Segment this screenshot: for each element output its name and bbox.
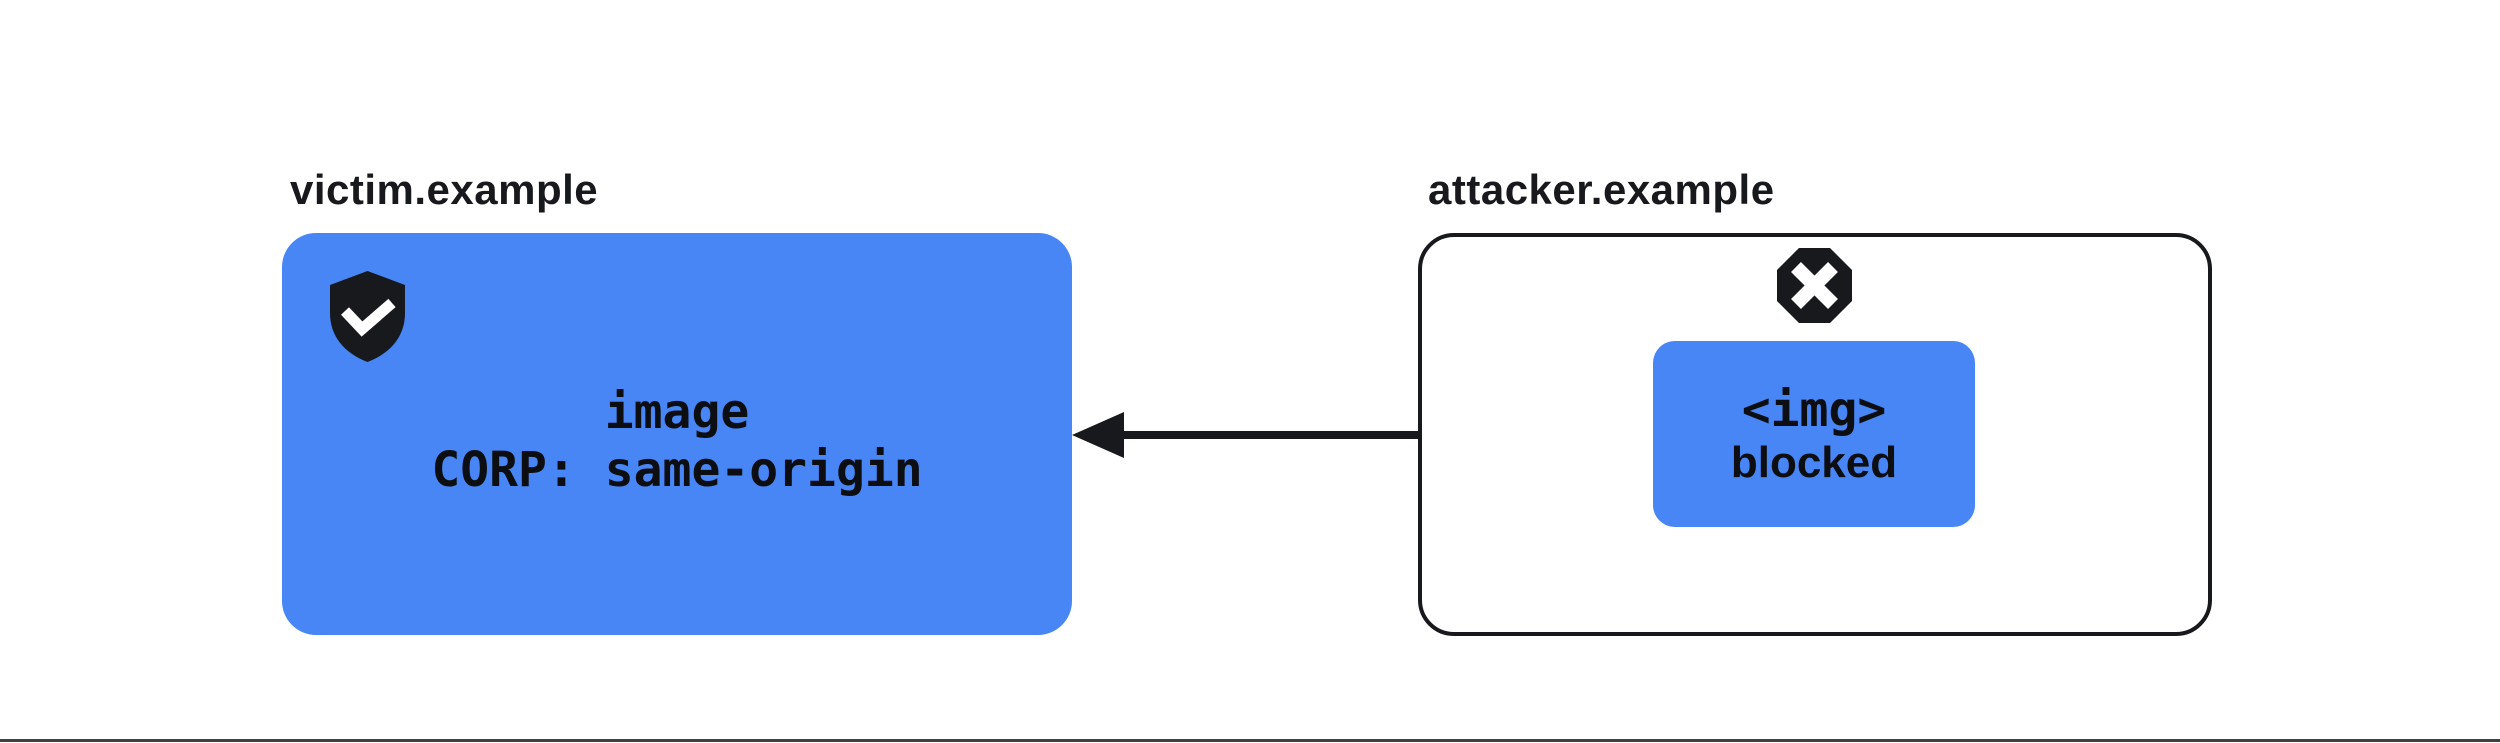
img-tag-text: <img> — [1741, 382, 1887, 438]
blocked-octagon-x-icon — [1777, 248, 1852, 323]
x-glyph — [1791, 262, 1838, 309]
victim-resource-text: image CORP: same-origin — [282, 383, 1072, 499]
victim-origin-label: victim.example — [290, 166, 599, 213]
resource-type-text: image — [604, 384, 750, 440]
check-glyph — [341, 298, 396, 337]
bottom-divider — [0, 739, 2500, 742]
blocked-embed-box: <img> blocked — [1653, 341, 1975, 527]
blocked-status-text: blocked — [1730, 438, 1898, 487]
attacker-page-box: <img> blocked — [1418, 233, 2212, 636]
request-arrow-line — [1118, 431, 1653, 439]
corp-header-text: CORP: same-origin — [431, 442, 923, 498]
shield-check-icon — [330, 271, 405, 362]
attacker-origin-label: attacker.example — [1428, 166, 1775, 213]
shield-outline — [330, 271, 405, 362]
request-arrow-head — [1072, 412, 1124, 458]
victim-resource-box: image CORP: same-origin — [282, 233, 1072, 635]
